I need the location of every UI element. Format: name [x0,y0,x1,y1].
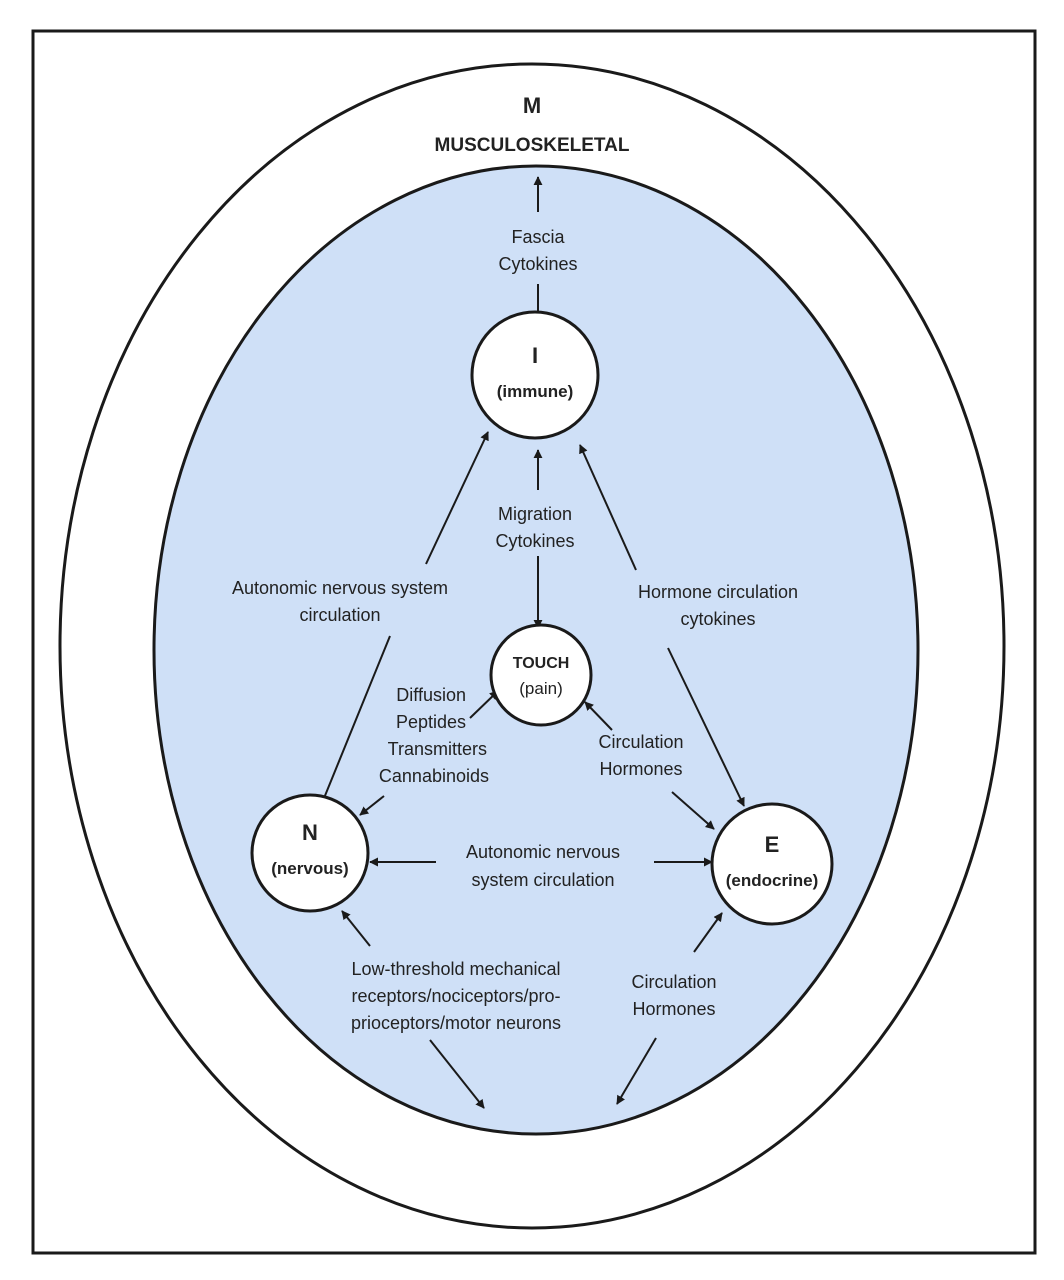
immune-letter: I [532,343,538,368]
diffusion-line-1: Diffusion [396,685,466,705]
nervous-letter: N [302,820,318,845]
arrow-hormone-to-immune [579,444,637,571]
arrow-circ-to-touch [584,701,613,731]
hormone-label: Hormone circulation cytokines [638,582,798,629]
migration-line-2: Cytokines [495,531,574,551]
arrow-diffusion-to-touch [469,690,499,719]
arrow-lowthreshold-to-nervous [341,910,371,947]
migration-line-1: Migration [498,504,572,524]
touch-name: (pain) [519,679,562,698]
fascia-line-1: Fascia [511,227,565,247]
fascia-label: Fascia Cytokines [498,227,577,274]
endocrine-node [710,802,834,926]
ans-left-line-2: circulation [299,605,380,625]
diffusion-line-4: Cannabinoids [379,766,489,786]
arrows [318,176,745,1109]
hormone-line-2: cytokines [680,609,755,629]
ans-left-label: Autonomic nervous system circulation [232,578,448,625]
touch-letter: TOUCH [513,655,570,672]
diffusion-line-2: Peptides [396,712,466,732]
musculoskeletal-letter: M [523,93,541,118]
endocrine-letter: E [765,832,780,857]
circulation-bottom-line-2: Hormones [632,999,715,1019]
lowthreshold-line-2: receptors/nociceptors/pro- [351,986,560,1006]
ans-bottom-line-2: system circulation [471,870,614,890]
circulation-bottom-label: Circulation Hormones [631,972,716,1019]
immune-node [470,310,600,440]
lowthreshold-line-1: Low-threshold mechanical [351,959,560,979]
circulation-mid-label: Circulation Hormones [598,732,683,779]
circulation-bottom-line-1: Circulation [631,972,716,992]
circulation-mid-line-2: Hormones [599,759,682,779]
diffusion-label: Diffusion Peptides Transmitters Cannabin… [379,685,489,786]
musculoskeletal-label: MUSCULOSKELETAL [435,135,630,156]
arrow-circ-to-endocrine [671,791,715,830]
arrow-hormone-to-endocrine [667,647,745,807]
migration-label: Migration Cytokines [495,504,574,551]
arrow-ans-to-immune [425,431,489,565]
nervous-node [250,793,370,913]
diffusion-line-3: Transmitters [388,739,487,759]
nervous-name: (nervous) [271,859,348,878]
touch-node [489,623,593,727]
ans-bottom-label: Autonomic nervous system circulation [466,842,620,890]
ans-bottom-line-1: Autonomic nervous [466,842,620,862]
arrow-circ-bottom-down [616,1037,657,1105]
arrow-ans-to-nervous [318,635,391,809]
circulation-mid-line-1: Circulation [598,732,683,752]
hormone-line-1: Hormone circulation [638,582,798,602]
lowthreshold-label: Low-threshold mechanical receptors/nocic… [351,959,561,1033]
immune-name: (immune) [497,382,574,401]
lowthreshold-line-3: prioceptors/motor neurons [351,1013,561,1033]
fascia-line-2: Cytokines [498,254,577,274]
arrow-circ-bottom-to-endocrine [693,912,723,953]
arrow-diffusion-to-nervous [359,795,385,816]
endocrine-name: (endocrine) [726,871,819,890]
ans-left-line-1: Autonomic nervous system [232,578,448,598]
arrow-lowthreshold-down [429,1039,485,1109]
